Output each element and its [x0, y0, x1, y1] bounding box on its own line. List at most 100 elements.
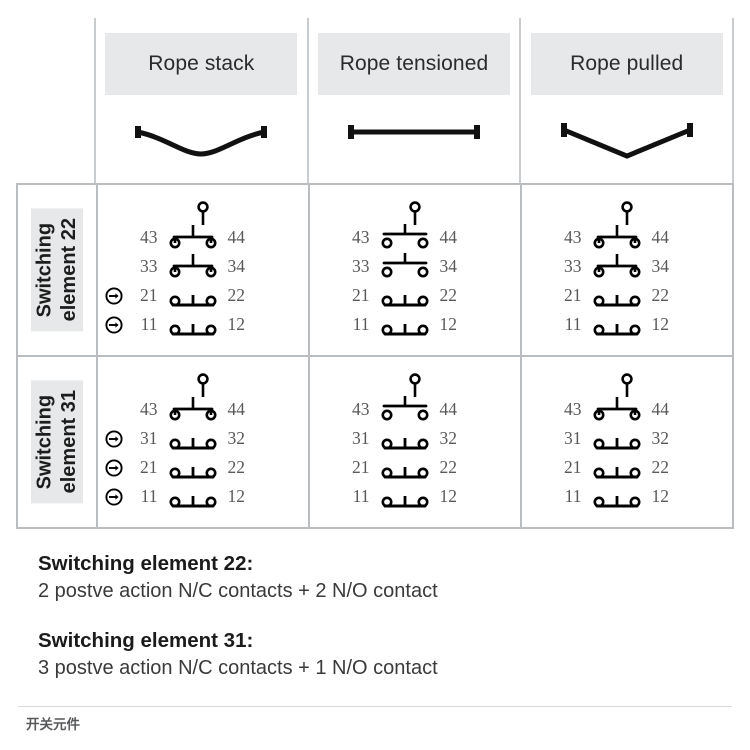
positive-action-icon: [101, 429, 127, 449]
contact-terminal-left: 31: [352, 428, 370, 448]
contact-symbol-nc-closed: [591, 453, 643, 483]
actuator-plunger-icon: [313, 373, 518, 397]
contact-row: 33 34: [525, 252, 730, 281]
contact-symbol-no-closed: [591, 223, 643, 253]
contact-row: 21 22: [101, 453, 306, 482]
positive-action-icon: [101, 315, 127, 335]
contact-row: 11 12: [101, 482, 306, 511]
contact-terminal-left: 43: [140, 227, 158, 247]
contact-terminal-left: 21: [352, 285, 370, 305]
row-label-switching-element-31: Switching element 31: [31, 380, 83, 504]
contact-symbol-no-closed: [591, 395, 643, 425]
contact-symbol-nc-closed: [379, 424, 431, 454]
contact-terminal-right: 44: [651, 399, 670, 419]
contact-row: 31 32: [313, 424, 518, 453]
contact-terminal-left: 43: [564, 227, 582, 247]
contact-terminal-right: 34: [651, 256, 670, 276]
contact-terminal-right: 22: [439, 457, 458, 477]
rope-v-bend-icon: [521, 95, 732, 183]
column-header-label: Rope stack: [105, 33, 298, 95]
contact-symbol-nc-closed: [167, 424, 219, 454]
contact-terminal-left: 43: [352, 227, 370, 247]
contact-symbol-nc-closed: [167, 310, 219, 340]
contact-terminal-right: 12: [227, 486, 246, 506]
contact-terminal-left: 11: [140, 314, 158, 334]
contact-row: 11 12: [313, 482, 518, 511]
contact-symbol-nc-closed: [167, 281, 219, 311]
contact-terminal-right: 22: [227, 457, 246, 477]
contact-terminal-left: 21: [140, 457, 158, 477]
legend-description-22: 2 postve action N/C contacts + 2 N/O con…: [38, 580, 438, 602]
contact-terminal-right: 12: [651, 314, 670, 334]
contact-symbol-no-closed: [167, 223, 219, 253]
contact-terminal-right: 44: [439, 399, 458, 419]
legend-block: Switching element 22: 2 postve action N/…: [38, 552, 698, 680]
contact-terminal-left: 11: [140, 486, 158, 506]
actuator-plunger-icon: [525, 201, 730, 225]
row-label-cell: Switching element 31: [18, 357, 98, 527]
contact-terminal-right: 12: [651, 486, 670, 506]
contact-terminal-right: 32: [651, 428, 670, 448]
contact-terminal-right: 22: [651, 457, 670, 477]
column-header-rope-tensioned: Rope tensioned: [306, 18, 522, 183]
contact-terminal-right: 44: [439, 227, 458, 247]
contact-symbol-nc-closed: [379, 482, 431, 512]
contact-terminal-right: 32: [439, 428, 458, 448]
legend-title-31: Switching element 31:: [38, 629, 254, 652]
contact-terminal-left: 33: [564, 256, 582, 276]
footer-divider: [18, 706, 732, 707]
header-corner-spacer: [16, 18, 96, 183]
actuator-plunger-icon: [313, 201, 518, 225]
table-header-row: Rope stack Rope tensioned: [16, 18, 735, 183]
cell-switching-element-31-rope-tensioned: 43 44 31 32 21 22 11 12: [310, 357, 522, 527]
contact-terminal-right: 34: [227, 256, 246, 276]
contact-symbol-nc-closed: [591, 281, 643, 311]
contact-terminal-right: 12: [439, 486, 458, 506]
contact-symbol-nc-closed: [167, 482, 219, 512]
contact-symbol-no-open: [379, 252, 431, 282]
contact-terminal-left: 43: [140, 399, 158, 419]
contact-terminal-left: 33: [140, 256, 158, 276]
footer-caption: 开关元件: [26, 717, 80, 733]
contact-terminal-right: 12: [439, 314, 458, 334]
positive-action-icon: [101, 458, 127, 478]
contact-symbol-nc-closed: [379, 453, 431, 483]
contact-terminal-right: 12: [227, 314, 246, 334]
row-label-cell: Switching element 22: [18, 185, 98, 355]
positive-action-icon: [101, 487, 127, 507]
contact-terminal-left: 43: [352, 399, 370, 419]
contact-row: 11 12: [101, 310, 306, 339]
contact-symbol-no-closed: [591, 252, 643, 282]
contact-symbol-no-closed: [167, 395, 219, 425]
contact-terminal-right: 44: [227, 227, 246, 247]
contact-symbol-nc-closed: [591, 310, 643, 340]
contact-terminal-left: 21: [352, 457, 370, 477]
rope-straight-icon: [309, 95, 520, 183]
legend-description-31: 3 postve action N/C contacts + 1 N/O con…: [38, 657, 438, 679]
contact-symbol-nc-closed: [591, 482, 643, 512]
contact-terminal-right: 22: [227, 285, 246, 305]
contact-terminal-left: 11: [352, 486, 370, 506]
contact-terminal-right: 44: [651, 227, 670, 247]
legend-title-22: Switching element 22:: [38, 552, 254, 575]
contact-terminal-right: 32: [227, 428, 246, 448]
column-header-label: Rope pulled: [530, 33, 723, 95]
